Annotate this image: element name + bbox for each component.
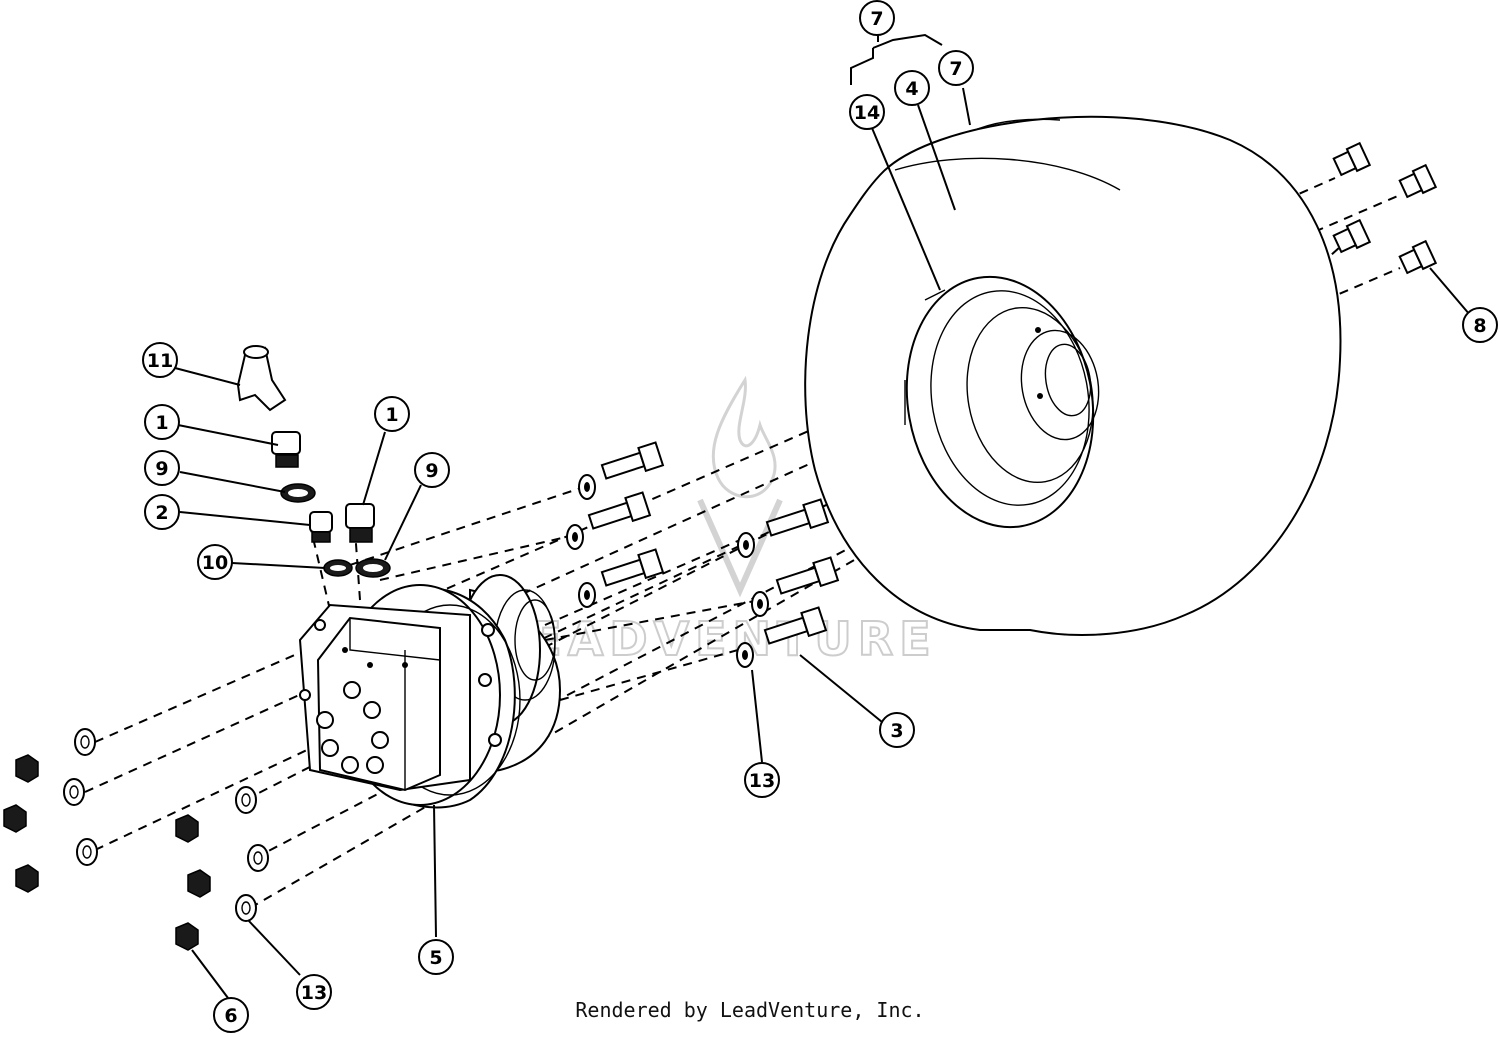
svg-text:1: 1 bbox=[155, 412, 168, 434]
leader-lines bbox=[174, 32, 1471, 999]
bolt-group bbox=[587, 441, 840, 645]
svg-text:8: 8 bbox=[1473, 315, 1486, 337]
callout-9-right: 9 bbox=[414, 452, 450, 488]
hex-nut-group bbox=[3, 754, 211, 951]
svg-text:11: 11 bbox=[147, 350, 173, 372]
callout-2: 2 bbox=[144, 494, 180, 530]
washer-group bbox=[63, 474, 769, 922]
svg-text:4: 4 bbox=[905, 78, 918, 100]
callout-3: 3 bbox=[879, 712, 915, 748]
svg-text:13: 13 bbox=[749, 770, 775, 792]
callout-11: 11 bbox=[142, 342, 178, 378]
svg-text:5: 5 bbox=[429, 947, 442, 969]
callout-6: 6 bbox=[213, 997, 249, 1033]
svg-text:14: 14 bbox=[854, 102, 880, 124]
callout-8: 8 bbox=[1462, 307, 1498, 343]
svg-text:9: 9 bbox=[425, 460, 438, 482]
callout-7-right: 7 bbox=[938, 50, 974, 86]
callout-13-right: 13 bbox=[744, 762, 780, 798]
callout-7-top: 7 bbox=[859, 0, 895, 36]
callout-1-left: 1 bbox=[144, 404, 180, 440]
callout-1-right: 1 bbox=[374, 396, 410, 432]
svg-text:7: 7 bbox=[949, 58, 962, 80]
svg-text:6: 6 bbox=[224, 1005, 237, 1027]
svg-text:2: 2 bbox=[155, 502, 168, 524]
svg-text:10: 10 bbox=[202, 552, 228, 574]
callout-13-left: 13 bbox=[296, 974, 332, 1010]
svg-text:9: 9 bbox=[155, 458, 168, 480]
callout-4: 4 bbox=[894, 70, 930, 106]
footer-credit: Rendered by LeadVenture, Inc. bbox=[575, 998, 925, 1022]
svg-text:7: 7 bbox=[870, 8, 883, 30]
tire-wheel-assembly bbox=[804, 115, 1342, 636]
hydraulic-motor bbox=[298, 574, 562, 809]
callout-14: 14 bbox=[849, 94, 885, 130]
fitting-group bbox=[236, 345, 391, 578]
callout-9-left: 9 bbox=[144, 450, 180, 486]
lug-nut-group bbox=[1332, 141, 1438, 275]
svg-text:3: 3 bbox=[890, 720, 903, 742]
callout-5: 5 bbox=[418, 939, 454, 975]
svg-text:1: 1 bbox=[385, 404, 398, 426]
svg-text:13: 13 bbox=[301, 982, 327, 1004]
callout-10: 10 bbox=[197, 544, 233, 580]
callouts: 7 7 14 4 8 11 1 1 9 9 2 10 3 13 13 5 6 bbox=[142, 0, 1498, 1033]
